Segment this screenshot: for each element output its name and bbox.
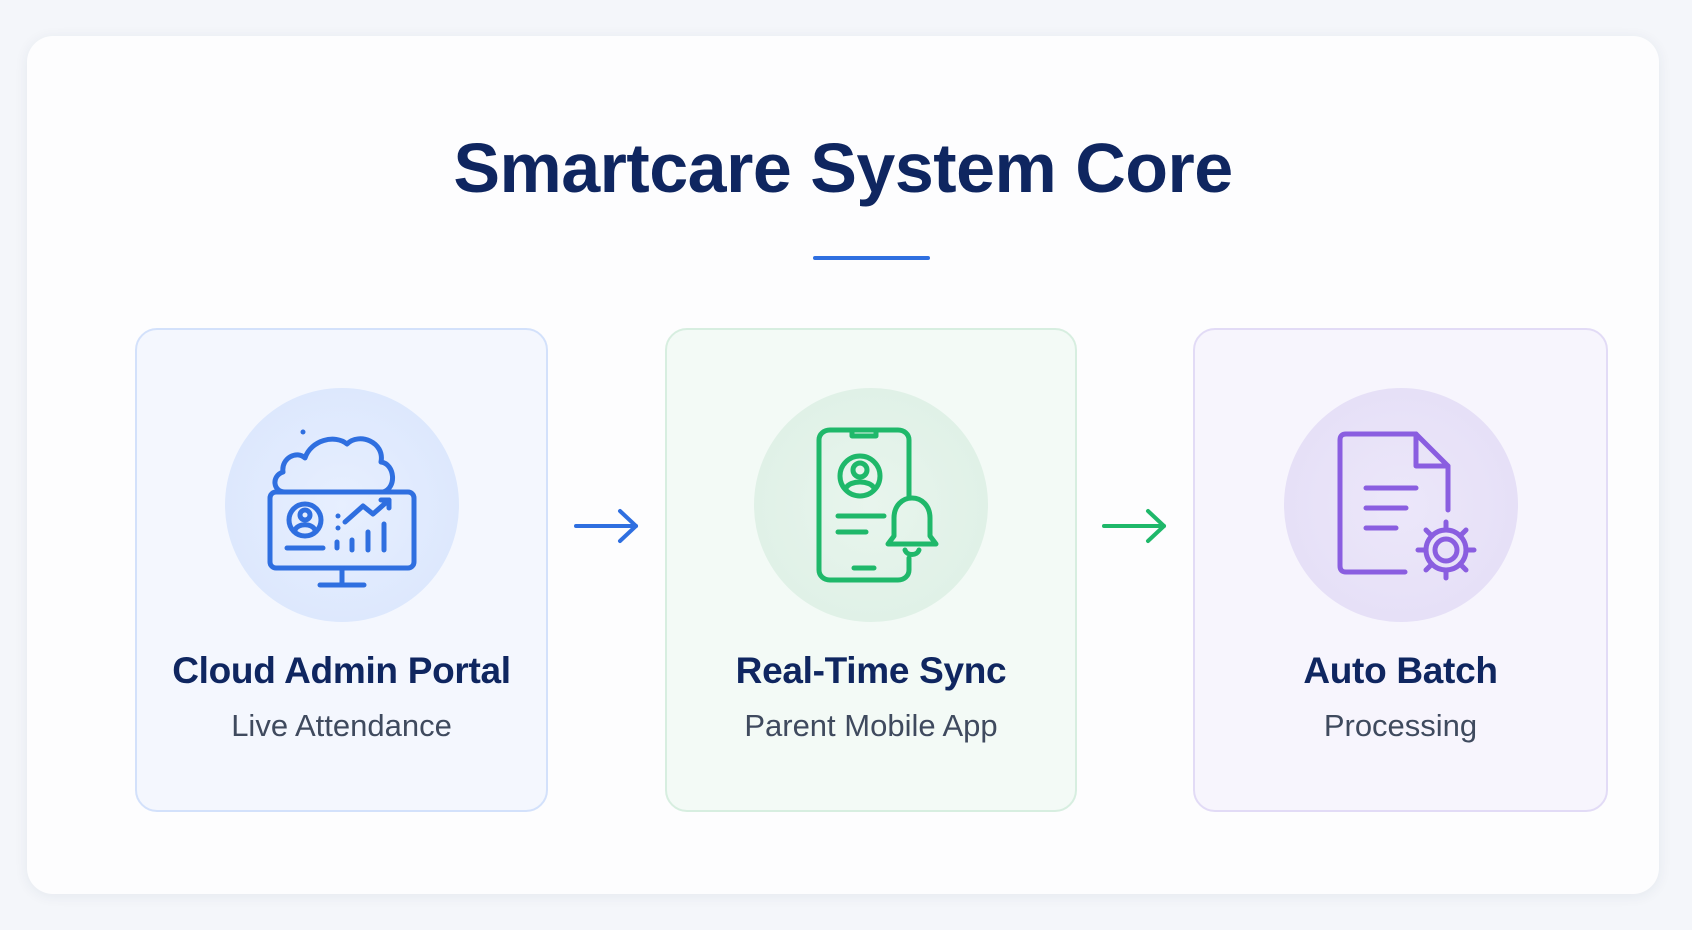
cloud-dashboard-icon [224, 388, 459, 622]
diagram-title: Smartcare System Core [453, 129, 1233, 207]
arrow-right-icon [574, 509, 638, 543]
card-subtitle: Processing [1323, 708, 1478, 743]
arrow-right-icon [1102, 509, 1166, 543]
card-title: Cloud Admin Portal [172, 650, 511, 691]
card-subtitle: Parent Mobile App [744, 708, 998, 743]
title-underline [813, 256, 930, 260]
card-real-time-sync: Real-Time Sync Parent Mobile App [665, 328, 1077, 812]
card-auto-batch: Auto Batch Processing [1193, 328, 1608, 812]
card-cloud-admin-portal: Cloud Admin Portal Live Attendance [135, 328, 548, 812]
card-title: Real-Time Sync [735, 650, 1007, 691]
card-title: Auto Batch [1303, 650, 1498, 691]
card-subtitle: Live Attendance [231, 708, 452, 743]
document-gear-icon [1283, 388, 1518, 622]
mobile-notification-icon [754, 388, 988, 622]
diagram-panel: Smartcare System Core [27, 36, 1659, 894]
